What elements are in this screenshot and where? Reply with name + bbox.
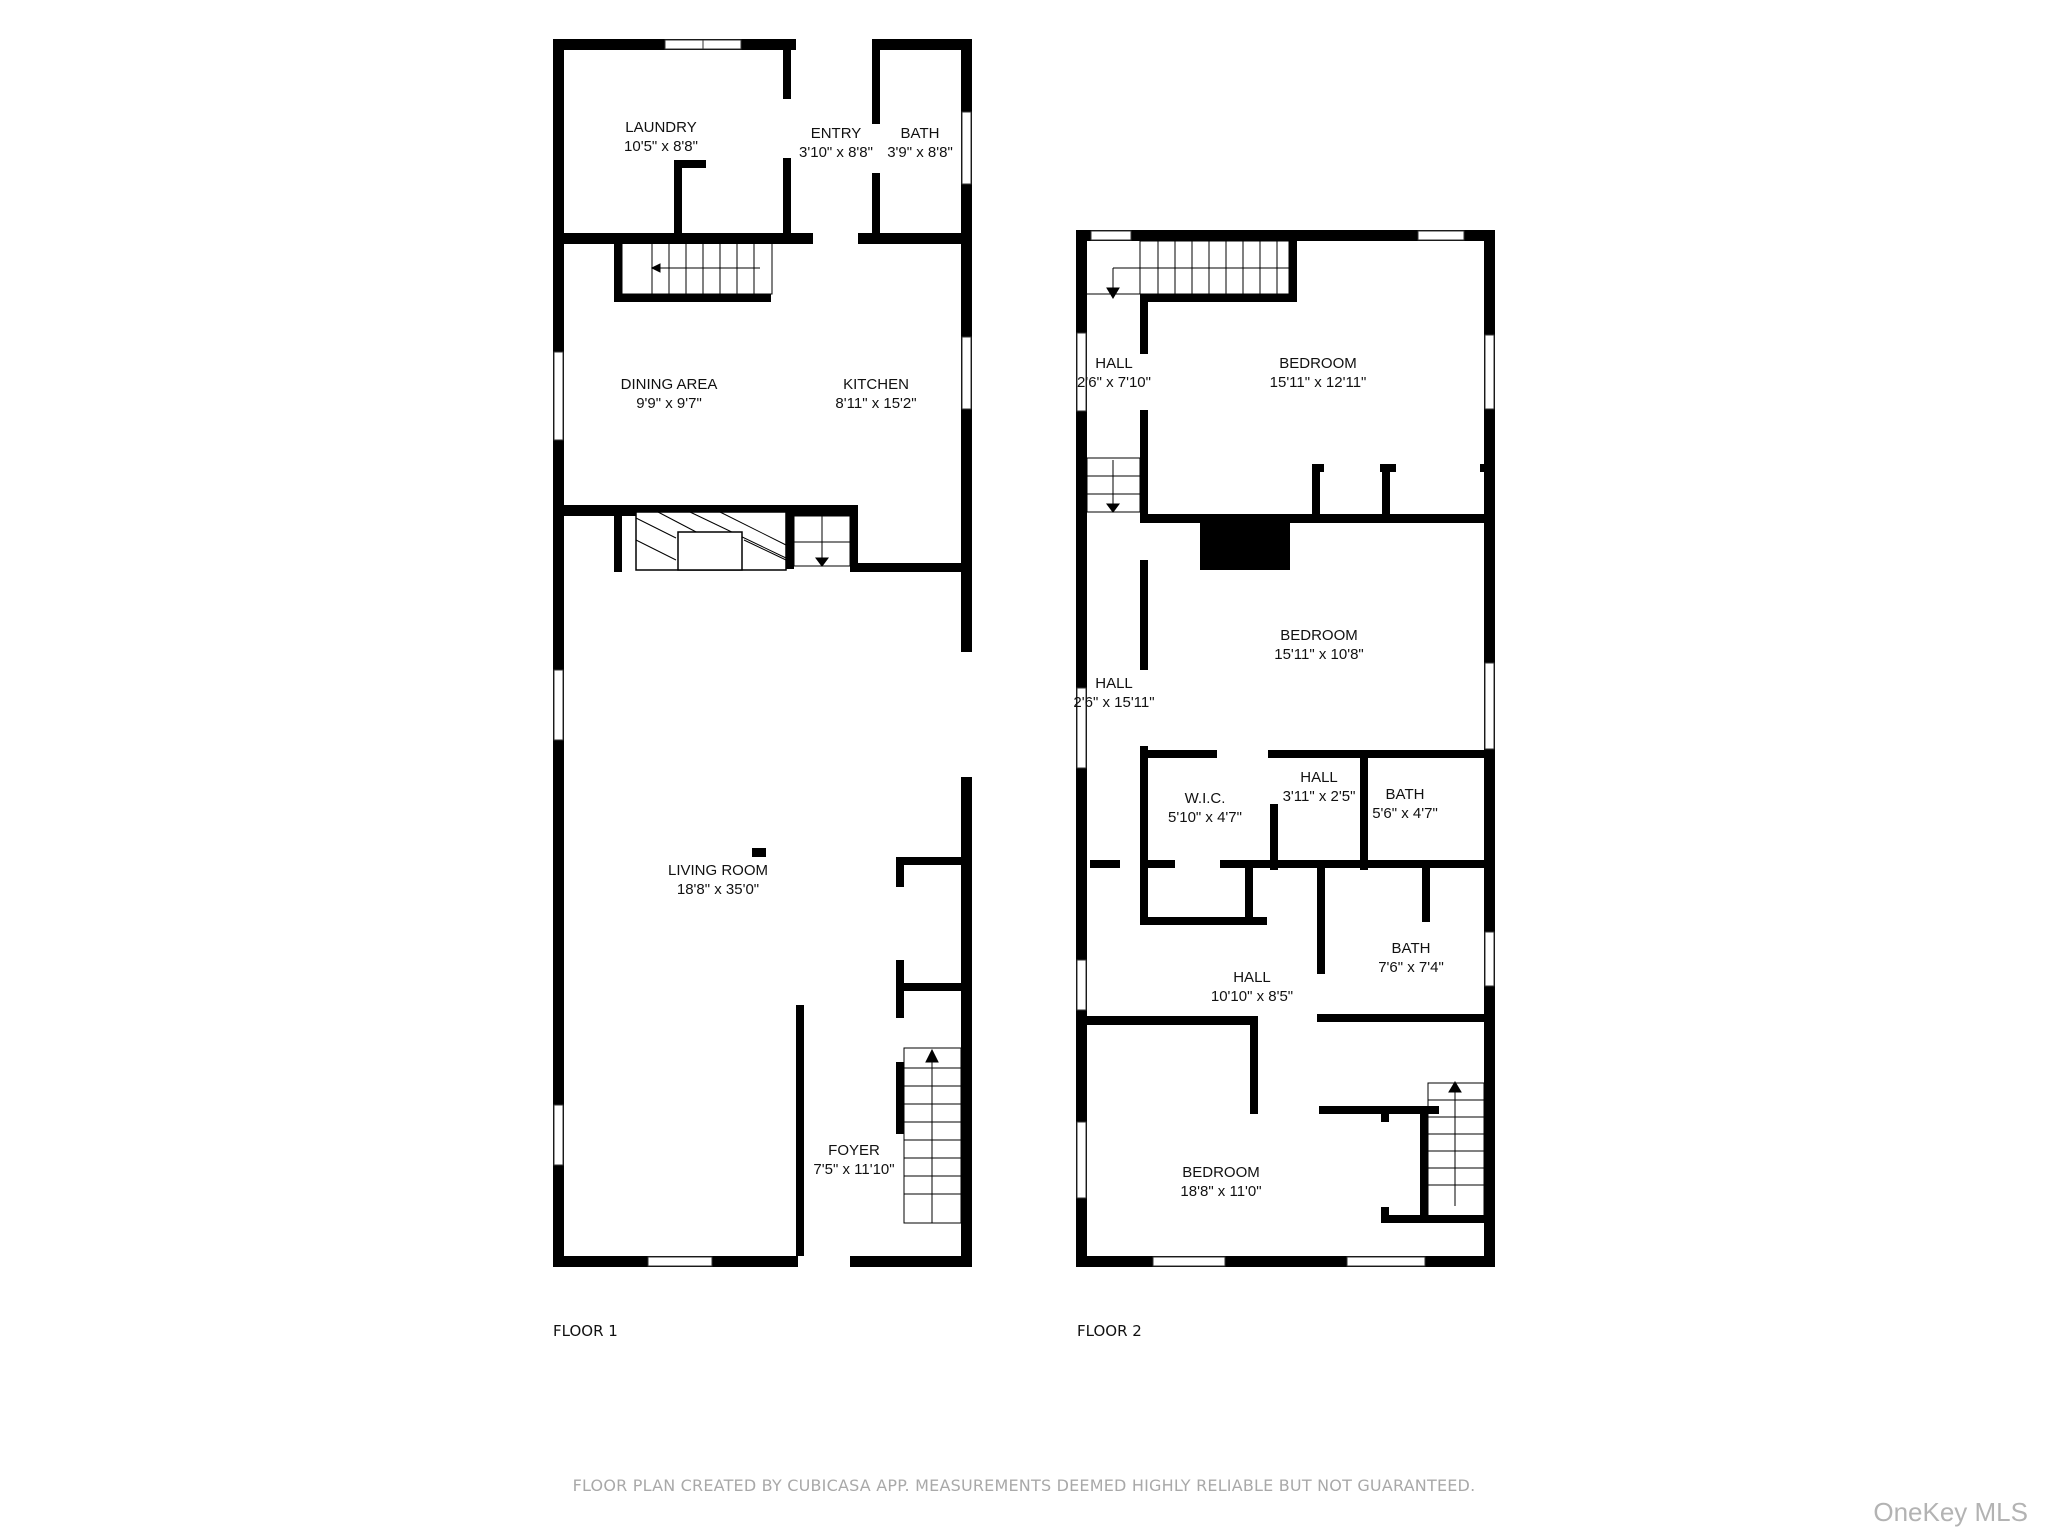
room-dimensions: 5'10" x 4'7" xyxy=(1168,809,1242,826)
room-dimensions: 7'6" x 7'4" xyxy=(1378,959,1444,976)
room-name: BATH xyxy=(1385,786,1425,803)
room-dimensions: 15'11" x 12'11" xyxy=(1269,374,1367,391)
room-dimensions: 2'6" x 15'11" xyxy=(1073,694,1155,711)
room-dimensions: 9'9" x 9'7" xyxy=(636,395,702,412)
room-name: BEDROOM xyxy=(1279,355,1357,372)
room-name: KITCHEN xyxy=(843,376,909,393)
room-dimensions: 5'6" x 4'7" xyxy=(1372,805,1438,822)
disclaimer-text: FLOOR PLAN CREATED BY CUBICASA APP. MEAS… xyxy=(572,1476,1476,1495)
staircase-icon xyxy=(1086,240,1485,1217)
room-name: BEDROOM xyxy=(1280,627,1358,644)
room-hall-2: HALL 2'6" x 15'11" xyxy=(1073,674,1154,712)
room-dimensions: 3'9" x 8'8" xyxy=(887,144,953,161)
floor-1-openings xyxy=(796,39,972,1267)
room-dining-area: DINING AREA 9'9" x 9'7" xyxy=(621,375,718,413)
room-name: HALL xyxy=(1233,969,1271,986)
room-bath: BATH 3'9" x 8'8" xyxy=(887,124,953,162)
floor-1-label: FLOOR 1 xyxy=(553,1322,618,1340)
room-name: BATH xyxy=(1391,940,1431,957)
room-name: DINING AREA xyxy=(620,376,718,393)
floor-2-label: FLOOR 2 xyxy=(1077,1322,1142,1340)
staircase-icon xyxy=(621,241,962,1224)
room-dimensions: 3'10" x 8'8" xyxy=(799,144,873,161)
room-entry: ENTRY 3'10" x 8'8" xyxy=(799,124,873,162)
room-bedroom-3: BEDROOM 18'8" x 11'0" xyxy=(1180,1163,1261,1201)
room-bath-2: BATH 5'6" x 4'7" xyxy=(1372,785,1438,823)
room-dimensions: 15'11" x 10'8" xyxy=(1274,646,1364,663)
room-dimensions: 10'5" x 8'8" xyxy=(624,138,698,155)
room-name: HALL xyxy=(1095,355,1133,372)
room-name: HALL xyxy=(1095,675,1133,692)
room-dimensions: 2'6" x 7'10" xyxy=(1077,374,1151,391)
room-name: FOYER xyxy=(828,1142,880,1159)
room-bedroom-2: BEDROOM 15'11" x 10'8" xyxy=(1274,626,1364,664)
room-dimensions: 3'11" x 2'5" xyxy=(1282,788,1356,805)
room-foyer: FOYER 7'5" x 11'10" xyxy=(813,1141,894,1179)
room-name: LIVING ROOM xyxy=(667,862,769,879)
floor-1-windows xyxy=(553,39,972,1267)
room-bedroom-1: BEDROOM 15'11" x 12'11" xyxy=(1270,354,1367,392)
floor-2-windows xyxy=(1076,230,1495,1267)
onekey-mls-watermark: OneKey MLS xyxy=(1873,1497,2028,1527)
fireplace-icon xyxy=(635,511,787,571)
room-dimensions: 18'8" x 35'0" xyxy=(676,881,760,898)
room-name: W.I.C. xyxy=(1184,790,1226,807)
room-living-room: LIVING ROOM 18'8" x 35'0" xyxy=(668,861,768,899)
floor-1-plan xyxy=(553,39,972,1267)
room-name: BATH xyxy=(900,125,940,142)
room-bath-3: BATH 7'6" x 7'4" xyxy=(1378,939,1444,977)
room-hall-4: HALL 10'10" x 8'5" xyxy=(1211,968,1293,1006)
room-dimensions: 10'10" x 8'5" xyxy=(1210,988,1294,1005)
room-dimensions: 8'11" x 15'2" xyxy=(835,395,917,412)
room-laundry: LAUNDRY 10'5" x 8'8" xyxy=(624,118,698,156)
room-dimensions: 18'8" x 11'0" xyxy=(1180,1183,1262,1200)
room-name: LAUNDRY xyxy=(625,119,697,136)
room-wic: W.I.C. 5'10" x 4'7" xyxy=(1168,789,1242,827)
room-name: ENTRY xyxy=(810,125,862,142)
room-name: BEDROOM xyxy=(1182,1164,1260,1181)
room-hall-1: HALL 2'6" x 7'10" xyxy=(1077,354,1151,392)
room-dimensions: 7'5" x 11'10" xyxy=(813,1161,895,1178)
room-name: HALL xyxy=(1300,769,1338,786)
room-kitchen: KITCHEN 8'11" x 15'2" xyxy=(835,375,916,413)
room-hall-3: HALL 3'11" x 2'5" xyxy=(1283,768,1356,806)
